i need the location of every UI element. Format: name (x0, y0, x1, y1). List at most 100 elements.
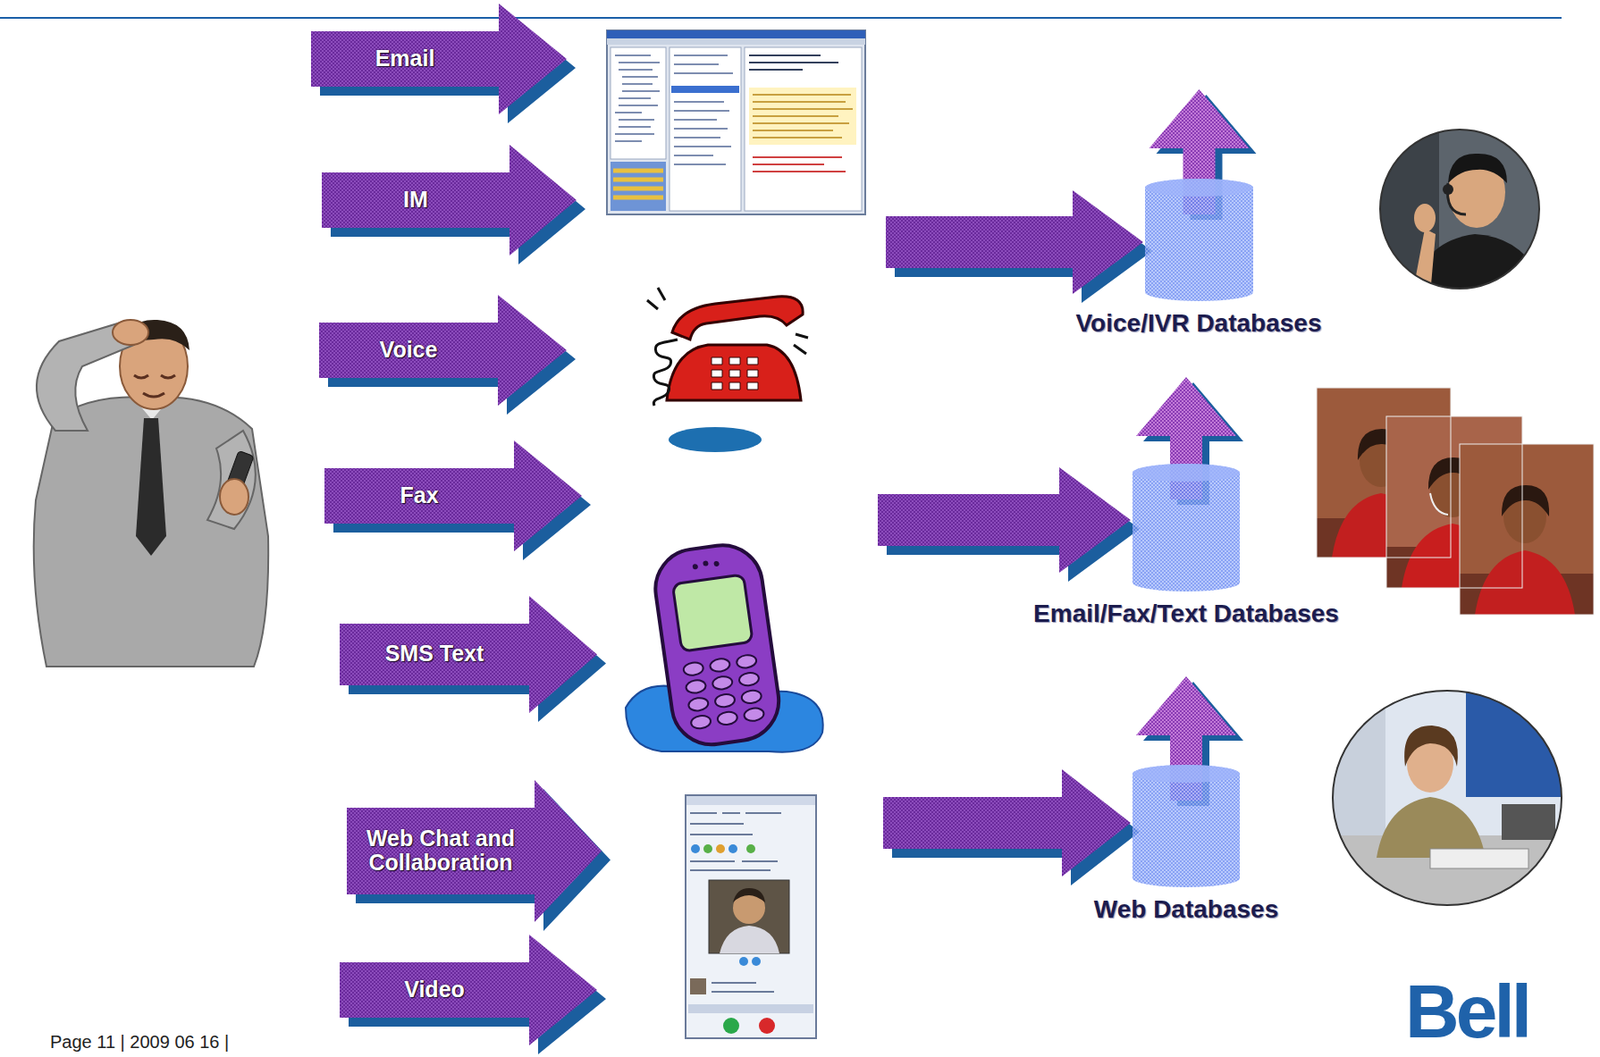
agent-photo (1448, 153, 1508, 184)
database-label: Voice/IVR Databases (1076, 308, 1323, 339)
database-cylinder (1119, 377, 1254, 599)
flow-arrow (883, 769, 1140, 886)
channel-arrow: Web Chat and Collaboration (346, 780, 611, 932)
cylinder-body (1145, 178, 1254, 302)
cylinder-top (1132, 463, 1240, 482)
stressed-man (134, 375, 176, 397)
web-chat-window (751, 957, 761, 967)
web-chat-window (723, 1018, 740, 1035)
telephone-icon (647, 287, 809, 453)
web-chat-window (703, 844, 713, 854)
mobile-phone-icon (687, 697, 709, 713)
stressed-man (112, 320, 149, 346)
email-client-screenshot (614, 55, 660, 142)
database-cylinder (1119, 676, 1254, 895)
database-cylinder (1131, 89, 1267, 309)
mobile-phone-icon (714, 693, 736, 709)
stressed-man (207, 430, 256, 530)
channel-label: IM (403, 187, 429, 213)
agent-photo (1459, 444, 1594, 615)
flow-arrow (877, 467, 1131, 573)
agent-photo (1501, 804, 1556, 841)
database-node: Web Databases (1088, 676, 1285, 926)
web-chat-window (711, 983, 775, 993)
agent-photo (1376, 125, 1547, 295)
telephone-icon (653, 339, 678, 406)
mobile-phone-icon (650, 539, 784, 750)
telephone-icon (668, 427, 762, 453)
mobile-phone-icon (702, 560, 709, 567)
flow-arrow (885, 190, 1153, 304)
mobile-phone-icon (741, 689, 763, 705)
flow-arrow (877, 467, 1140, 582)
web-chat-window (739, 957, 749, 967)
channel-label: Voice (379, 337, 438, 363)
email-client-screenshot (749, 87, 857, 145)
agent-photo (1442, 184, 1454, 195)
arrow-body: Email (311, 31, 499, 87)
email-client-screenshot (749, 55, 839, 70)
arrow-fill (311, 3, 567, 115)
web-chat-window (686, 796, 816, 806)
email-client-screenshot (610, 47, 666, 160)
arrow-body: IM (321, 172, 510, 228)
flow-arrow (883, 769, 1131, 877)
mobile-phone-icon (738, 672, 760, 688)
web-chat-window (690, 978, 707, 995)
web-chat-window (758, 1018, 775, 1035)
brand-logo: Bell (1405, 974, 1529, 1050)
agent-photo (1376, 125, 1547, 295)
arrow-fill (346, 780, 602, 923)
channel-label: Video (404, 977, 465, 1003)
telephone-icon (711, 357, 758, 390)
web-chat-window (708, 880, 790, 954)
cylinder-top (1132, 765, 1240, 784)
telephone-icon (666, 345, 801, 401)
web-chat-window (688, 1004, 814, 1014)
stressed-man (33, 396, 269, 667)
arrow-fill (339, 934, 598, 1046)
cylinder-body (1132, 463, 1240, 592)
mobile-phone-icon (672, 574, 753, 652)
web-chat-window (690, 813, 782, 835)
agent-photo (1404, 725, 1458, 767)
web-chat-window (719, 926, 780, 954)
channel-label: Fax (399, 483, 438, 509)
arrow-fill (321, 144, 577, 256)
email-client-screenshot (669, 47, 742, 211)
email-client-screenshot (606, 30, 866, 215)
agent-photo (1316, 387, 1594, 615)
email-client-screenshot (610, 161, 666, 211)
email-client-screenshot (613, 170, 664, 198)
stressed-man (33, 320, 269, 667)
channel-label: SMS Text (385, 641, 485, 667)
email-client-screenshot (606, 30, 866, 39)
mobile-phone-icon (650, 539, 784, 750)
web-chat-window (685, 795, 817, 1039)
channel-arrow: Fax (324, 440, 591, 561)
email-client-screenshot (606, 38, 866, 45)
arrow-fill (339, 596, 598, 714)
header-rule (0, 16, 1562, 19)
agent-photo (1331, 690, 1565, 908)
email-client-screenshot (671, 85, 740, 93)
agent-photo (1414, 203, 1436, 233)
agent-photo (1430, 493, 1449, 515)
web-chat-window (690, 861, 778, 871)
agent-photo (1459, 444, 1594, 615)
agent-photo (1430, 849, 1529, 869)
database-caption: Voice/IVR Databases (1070, 308, 1328, 339)
arrow-body: Voice (319, 322, 498, 379)
arrow-body: SMS Text (339, 623, 530, 686)
agent-photo (1331, 690, 1565, 907)
agent-photo (1465, 690, 1565, 798)
mobile-phone-icon (690, 715, 712, 731)
page-footer: Page 11 | 2009 06 16 | (50, 1033, 229, 1052)
database-caption: Web Databases (1088, 894, 1285, 926)
arrow-shape (311, 3, 576, 124)
mobile-phone-icon (709, 657, 732, 674)
mobile-phone-icon (735, 654, 758, 670)
